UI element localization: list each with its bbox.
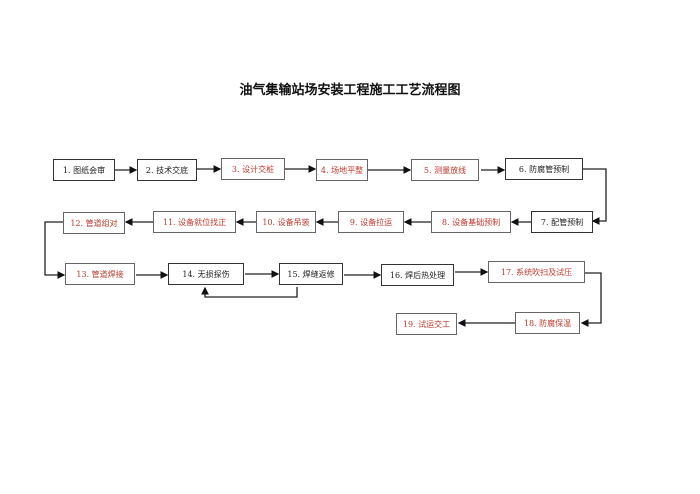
step-11-box: 11. 设备就位找正 — [153, 211, 236, 233]
step-4-box: 4. 场地平整 — [316, 159, 368, 181]
step-8-box: 8. 设备基础预制 — [431, 211, 511, 233]
step-15-box: 15. 焊缝返修 — [279, 263, 343, 285]
arrow-15-14-loop — [201, 286, 298, 298]
step-14-box: 14. 无损探伤 — [168, 263, 244, 285]
step-7-box: 7. 配管预制 — [531, 211, 593, 233]
step-10-box: 10. 设备吊装 — [256, 211, 316, 233]
step-17-box: 17. 系统吹扫及试压 — [488, 261, 585, 283]
arrow-12-13 — [44, 221, 66, 279]
arrow-6-7 — [583, 168, 607, 225]
step-2-box: 2. 技术交底 — [137, 159, 197, 181]
step-9-box: 9. 设备拉运 — [338, 211, 404, 233]
step-13-box: 13. 管道焊接 — [65, 263, 135, 285]
diagram-title: 油气集输站场安装工程施工工艺流程图 — [239, 83, 461, 98]
step-3-box: 3. 设计交桩 — [221, 158, 285, 180]
step-1-box: 1. 图纸会审 — [53, 159, 115, 181]
step-18-box: 18. 防腐保温 — [515, 312, 580, 334]
step-12-box: 12. 管道组对 — [63, 212, 125, 234]
step-19-box: 19. 试运交工 — [396, 313, 457, 335]
arrow-17-18 — [580, 272, 602, 327]
step-16-box: 16. 焊后热处理 — [381, 264, 454, 286]
step-5-box: 5. 测量放线 — [411, 159, 479, 181]
step-6-box: 6. 防腐管预制 — [505, 158, 583, 180]
